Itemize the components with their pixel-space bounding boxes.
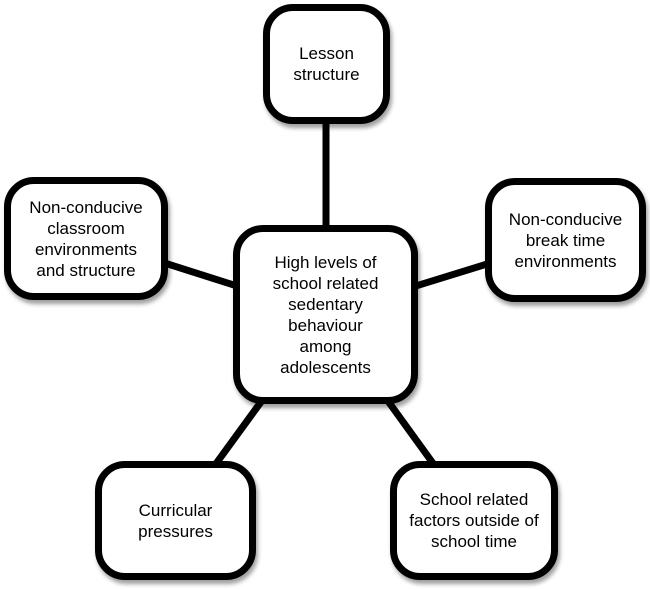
node-central-topic-label: High levels of school related sedentary … <box>272 252 379 377</box>
node-factors-outside-school-label: School related factors outside of school… <box>409 490 539 551</box>
node-break-time-environments[interactable]: Non-conducive break time environments <box>485 178 646 302</box>
node-factors-outside-school[interactable]: School related factors outside of school… <box>390 461 558 580</box>
node-central-topic[interactable]: High levels of school related sedentary … <box>233 225 418 404</box>
node-classroom-environments[interactable]: Non-conducive classroom environments and… <box>4 177 168 300</box>
node-break-time-environments-label: Non-conducive break time environments <box>508 209 623 271</box>
node-curricular-pressures[interactable]: Curricular pressures <box>95 461 256 580</box>
node-classroom-environments-label: Non-conducive classroom environments and… <box>29 197 143 280</box>
node-curricular-pressures-label: Curricular pressures <box>138 500 213 541</box>
node-lesson-structure[interactable]: Lesson structure <box>263 4 390 124</box>
node-lesson-structure-label: Lesson structure <box>293 44 360 84</box>
